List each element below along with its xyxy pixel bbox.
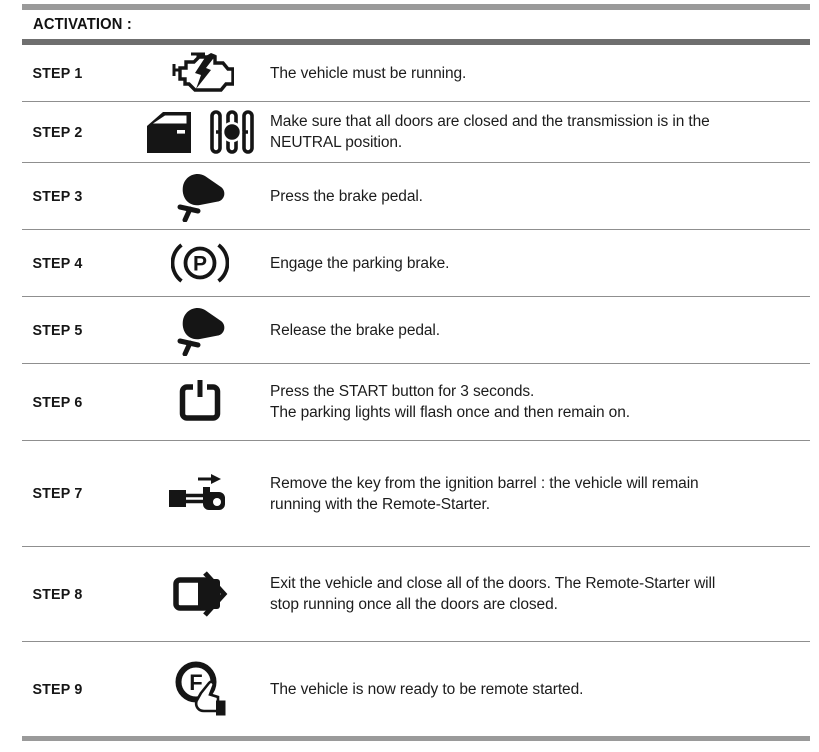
step-icons — [130, 108, 270, 156]
description-line: Press the brake pedal. — [270, 187, 423, 205]
step-icons — [130, 49, 270, 97]
step-label: STEP 9 — [32, 680, 83, 698]
step-row: STEP 3 Press the brake pedal. — [22, 163, 810, 230]
exit-vehicle-icon — [171, 570, 229, 618]
step-description: The vehicle is now ready to be remote st… — [270, 679, 810, 700]
remote-start-button-icon — [171, 658, 229, 720]
step-description: The vehicle must be running. — [270, 63, 810, 84]
step-icons — [130, 240, 270, 286]
step-icons — [130, 570, 270, 618]
steps-table: STEP 1 The vehicle must be running. STEP… — [22, 45, 810, 736]
parking-brake-icon — [171, 240, 229, 286]
step-label: STEP 2 — [32, 123, 83, 141]
description-line: The parking lights will flash once and t… — [270, 404, 630, 421]
car-door-icon — [144, 109, 194, 155]
step-icons — [130, 658, 270, 720]
step-label: STEP 5 — [32, 321, 83, 339]
description-line: Exit the vehicle and close all of the do… — [270, 575, 716, 592]
brake-pedal-icon — [173, 170, 227, 222]
step-row: STEP 8 Exit the vehicle and close all of… — [22, 547, 810, 642]
step-row: STEP 5 Release the brake pedal. — [22, 297, 810, 364]
step-label: STEP 1 — [32, 64, 83, 82]
step-label: STEP 7 — [32, 485, 83, 502]
step-description: Release the brake pedal. — [270, 320, 810, 341]
brake-pedal-icon — [173, 304, 227, 356]
header-rule — [22, 39, 810, 45]
description-line: Release the brake pedal. — [270, 321, 440, 339]
step-description: Press the START button for 3 seconds. The… — [270, 381, 810, 423]
step-icons — [130, 469, 270, 519]
step-icons — [130, 170, 270, 222]
step-label: STEP 6 — [32, 393, 83, 411]
step-label: STEP 8 — [32, 585, 83, 603]
step-row: STEP 9 The vehicle is now ready to be re… — [22, 642, 810, 736]
top-rule — [22, 4, 810, 10]
step-row: STEP 2 Make sure that all doors are clos… — [22, 102, 810, 163]
description-line: Make sure that all doors are closed and … — [270, 113, 710, 130]
description-line: NEUTRAL position. — [270, 134, 403, 151]
description-line: Engage the parking brake. — [270, 254, 450, 272]
description-line: Remove the key from the ignition barrel … — [270, 474, 699, 492]
section-header: ACTIVATION : — [22, 10, 810, 39]
step-description: Engage the parking brake. — [270, 253, 810, 274]
section-title: ACTIVATION : — [33, 15, 132, 33]
step-row: STEP 7 Remove the key from the ignition … — [22, 441, 810, 547]
step-description: Press the brake pedal. — [270, 186, 810, 207]
step-row: STEP 4 Engage the parking brake. — [22, 230, 810, 297]
description-line: The vehicle is now ready to be remote st… — [270, 680, 584, 698]
step-icons — [130, 377, 270, 427]
engine-lightning-icon — [166, 49, 234, 97]
start-button-icon — [177, 377, 223, 427]
step-description: Remove the key from the ignition barrel … — [270, 473, 810, 515]
step-description: Exit the vehicle and close all of the do… — [270, 573, 810, 615]
key-removal-icon — [167, 469, 233, 519]
description-line: running with the Remote-Starter. — [270, 495, 490, 513]
description-line: The vehicle must be running. — [270, 64, 467, 82]
step-description: Make sure that all doors are closed and … — [270, 111, 810, 153]
step-icons — [130, 304, 270, 356]
bottom-rule — [22, 736, 810, 741]
step-label: STEP 4 — [32, 254, 83, 272]
step-row: STEP 1 The vehicle must be running. — [22, 45, 810, 102]
activation-instructions: ACTIVATION : STEP 1 The vehicle must be … — [22, 0, 810, 741]
step-label: STEP 3 — [32, 187, 83, 205]
gearshift-neutral-icon — [207, 108, 257, 156]
description-line: stop running once all the doors are clos… — [270, 596, 558, 613]
step-row: STEP 6 Press the START button for 3 seco… — [22, 364, 810, 441]
description-line: Press the START button for 3 seconds. — [270, 383, 535, 400]
